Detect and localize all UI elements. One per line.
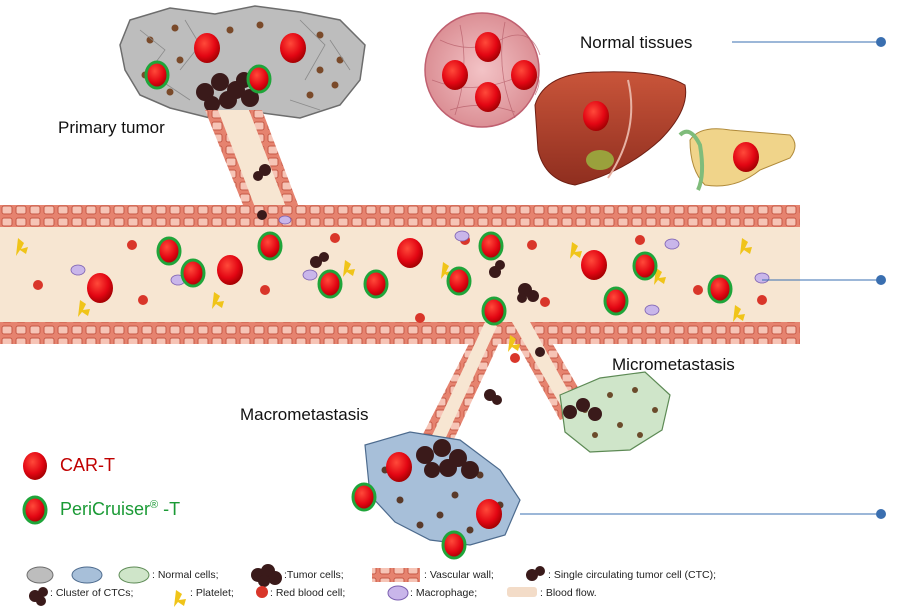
label-normal-tissues: Normal tissues	[580, 33, 693, 52]
platelet-icon	[174, 590, 186, 607]
tumor-cell-cluster	[196, 72, 259, 112]
pointer-dots	[876, 37, 886, 519]
caption-platelet: : Platelet;	[190, 587, 234, 599]
platelets	[16, 238, 752, 352]
legend-pericruiser-icon	[22, 495, 48, 525]
caption-macrophage: : Macrophage;	[410, 587, 478, 599]
caption-cluster-ctcs: : Cluster of CTCs;	[50, 587, 134, 599]
macrophage-icon	[387, 585, 409, 601]
blood-vessel	[0, 205, 800, 344]
normal-cell-gray-icon	[26, 566, 54, 584]
label-macrometastasis: Macrometastasis	[240, 405, 369, 424]
normal-cell-green-icon	[118, 566, 150, 584]
label-primary-tumor: Primary tumor	[58, 118, 165, 137]
caption-normal-cells: : Normal cells;	[152, 569, 219, 581]
blood-flow-icon	[507, 587, 537, 597]
micrometastasis-cells	[559, 371, 671, 453]
legend-pericruiser-name: PeriCruiser	[60, 499, 151, 519]
red-blood-cells	[33, 233, 767, 363]
legend-markers	[22, 452, 48, 525]
caption-vascular-wall: : Vascular wall;	[424, 569, 494, 581]
caption-single-ctc: : Single circulating tumor cell (CTC);	[548, 569, 717, 581]
macrometastasis-cells	[364, 431, 521, 546]
normal-tissue-section	[424, 12, 541, 128]
caption-blood-flow: : Blood flow.	[540, 587, 597, 599]
caption-tumor-cells: :Tumor cells;	[284, 569, 344, 581]
red-blood-cell-icon	[256, 586, 268, 598]
caption-red-blood-cell: : Red blood cell;	[270, 587, 346, 599]
caption-icons	[26, 564, 545, 607]
legend-car-t-icon	[23, 452, 47, 480]
legend-car-t-label: CAR-T	[60, 455, 115, 475]
normal-cell-blue-icon	[71, 566, 103, 584]
car-t-cells	[87, 32, 759, 529]
circulating-tumor-cells	[253, 164, 545, 405]
pericruiser-t-cells	[144, 60, 733, 560]
legend-pericruiser-label: PeriCruiser® -T	[60, 499, 180, 520]
legend-pericruiser-mark: ®	[150, 499, 159, 511]
cluster-ctcs-icon	[29, 587, 48, 606]
legend-pericruiser-suffix: -T	[158, 499, 181, 519]
tumor-vessel-branch	[205, 110, 300, 210]
vascular-wall-icon	[372, 568, 420, 582]
liver-organ	[534, 71, 687, 186]
tumor-cells-icon	[251, 564, 282, 587]
macrophages	[70, 215, 770, 316]
single-ctc-icon	[526, 566, 545, 581]
primary-tumor-mass	[119, 5, 366, 119]
label-micrometastasis: Micrometastasis	[612, 355, 735, 374]
pointer-lines	[520, 41, 880, 515]
